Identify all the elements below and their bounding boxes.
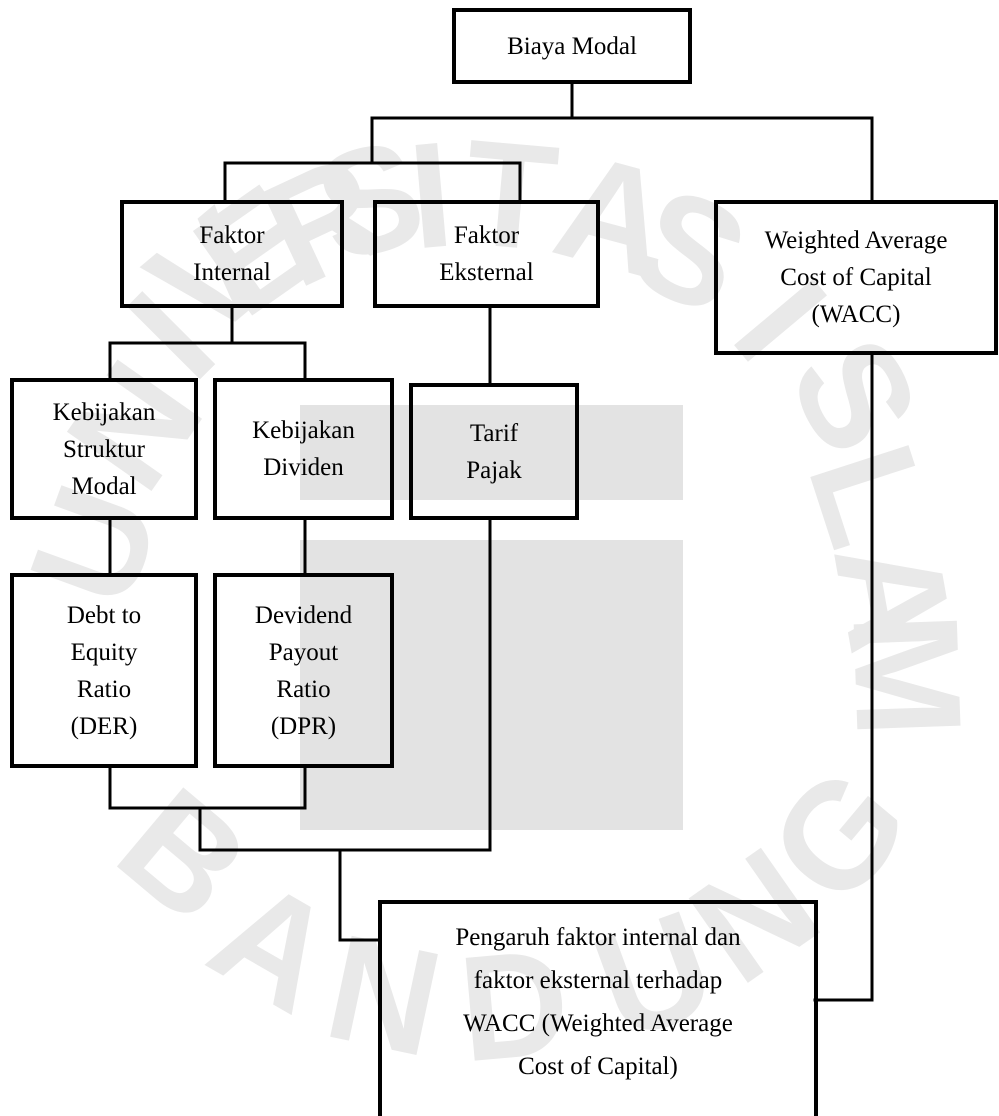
node-label: Weighted Average Cost of Capital (WACC)	[764, 227, 948, 328]
node-label: Faktor Internal	[193, 222, 271, 286]
node-label: Pengaruh faktor internal dan faktor ekst…	[455, 924, 741, 1080]
node-label: Kebijakan Dividen	[252, 417, 355, 481]
node-tarif-pajak: Tarif Pajak	[409, 383, 579, 520]
node-label: Biaya Modal	[507, 32, 637, 60]
node-label: Faktor Eksternal	[439, 222, 534, 286]
node-label: Kebijakan Struktur Modal	[52, 398, 156, 500]
node-label: Tarif Pajak	[466, 419, 522, 484]
node-label: Debt to Equity Ratio (DER)	[66, 601, 142, 740]
node-label: Devidend Payout Ratio (DPR)	[254, 601, 353, 740]
node-kebijakan-struktur-modal: Kebijakan Struktur Modal	[10, 378, 198, 520]
node-dpr: Devidend Payout Ratio (DPR)	[213, 573, 394, 768]
node-kebijakan-dividen: Kebijakan Dividen	[213, 378, 394, 520]
node-pengaruh: Pengaruh faktor internal dan faktor ekst…	[378, 900, 818, 1116]
node-der: Debt to Equity Ratio (DER)	[10, 573, 198, 768]
node-wacc: Weighted Average Cost of Capital (WACC)	[714, 200, 998, 355]
node-faktor-internal: Faktor Internal	[120, 200, 344, 308]
node-biaya-modal: Biaya Modal	[452, 8, 692, 84]
node-faktor-eksternal: Faktor Eksternal	[373, 200, 600, 308]
watermark-block-top	[300, 405, 683, 500]
